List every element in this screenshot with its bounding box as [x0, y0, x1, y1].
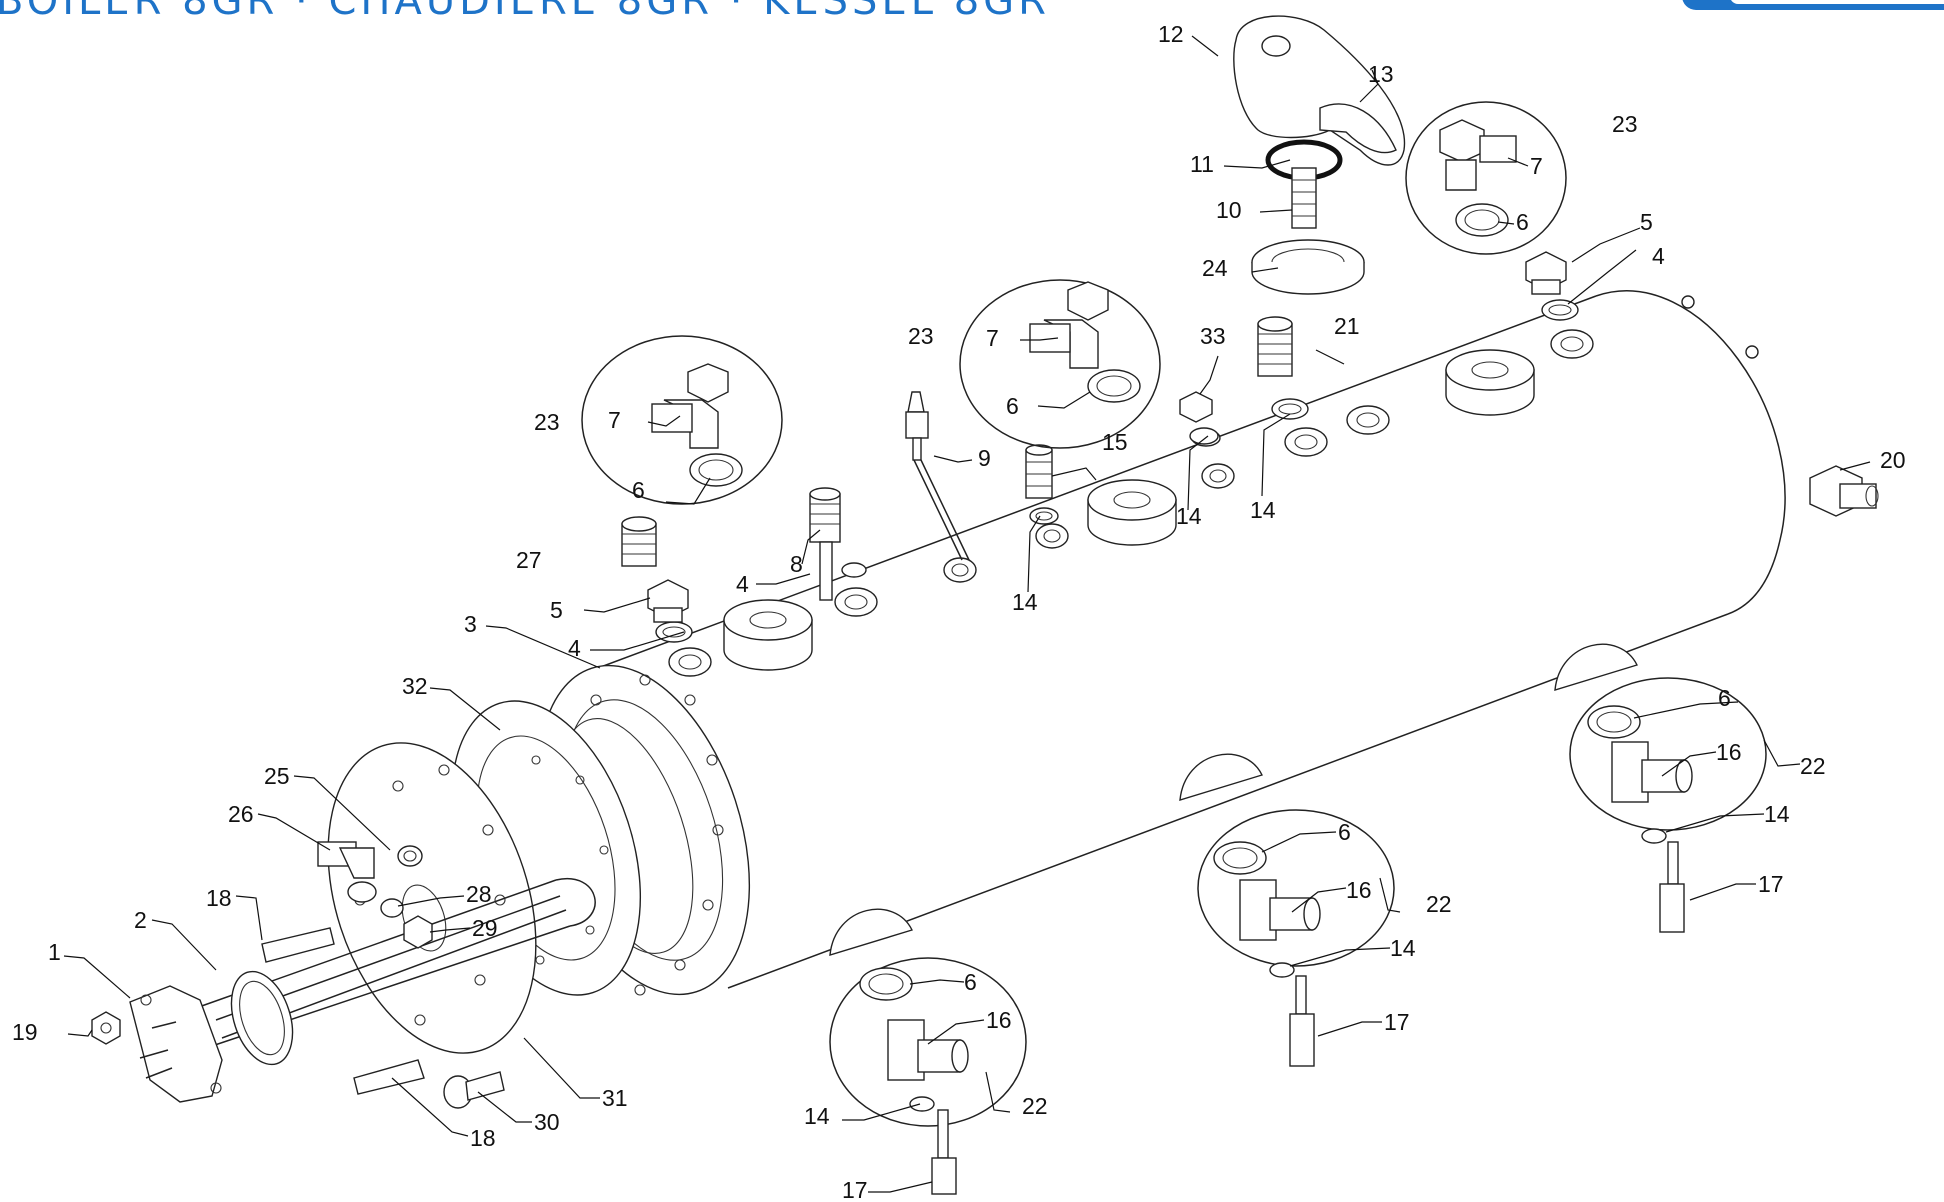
sight-glass-assembly — [1233, 15, 1406, 295]
callout-21: 21 — [1334, 313, 1360, 339]
callout-19: 19 — [12, 1019, 38, 1045]
detail-bubble-22-left — [829, 957, 1027, 1195]
callout-22: 22 — [1800, 753, 1826, 779]
fitting-15 — [1025, 444, 1053, 499]
callout-6: 6 — [1516, 209, 1529, 235]
callout-16: 16 — [986, 1007, 1012, 1033]
plug-5-left — [647, 579, 689, 623]
plug-27 — [621, 516, 657, 567]
callout-30: 30 — [534, 1109, 560, 1135]
callout-23: 23 — [908, 323, 934, 349]
callout-18: 18 — [470, 1125, 496, 1151]
tank-flange-holes — [590, 674, 724, 996]
callout-14: 14 — [1764, 801, 1790, 827]
sealing-washers — [655, 299, 1579, 643]
header-corner-tab — [1682, 0, 1944, 10]
callout-7: 7 — [608, 407, 621, 433]
callout-6: 6 — [1006, 393, 1019, 419]
callout-31: 31 — [602, 1085, 628, 1111]
callout-6: 6 — [632, 477, 645, 503]
heater-head-1 — [129, 985, 223, 1103]
detail-bubble-23-right — [1405, 101, 1567, 255]
callout-4: 4 — [1652, 243, 1665, 269]
callout-6: 6 — [1718, 685, 1731, 711]
washer-28 — [380, 898, 404, 918]
plug-5-right — [1525, 251, 1567, 295]
screw-30 — [443, 1071, 505, 1109]
callout-14: 14 — [1176, 503, 1202, 529]
callout-labels: 1 2 3 4 4 4 5 5 6 6 6 6 6 6 7 7 7 8 9 10… — [12, 21, 1906, 1202]
callout-4: 4 — [568, 635, 581, 661]
callout-1: 1 — [48, 939, 61, 965]
callout-16: 16 — [1716, 739, 1742, 765]
nut-29 — [403, 915, 433, 949]
callout-28: 28 — [466, 881, 492, 907]
elbow-20 — [1809, 465, 1879, 517]
nipple-8 — [809, 487, 841, 601]
callout-7: 7 — [986, 325, 999, 351]
callout-2: 2 — [134, 907, 147, 933]
nut-19 — [91, 1011, 121, 1045]
callout-33: 33 — [1200, 323, 1226, 349]
callout-13: 13 — [1368, 61, 1394, 87]
callout-25: 25 — [264, 763, 290, 789]
callout-11: 11 — [1190, 151, 1214, 177]
page-title: BOILER 8GR · CHAUDIÈRE 8GR · KESSEL 8GR — [0, 0, 1050, 24]
callout-20: 20 — [1880, 447, 1906, 473]
callout-10: 10 — [1216, 197, 1242, 223]
callout-5: 5 — [550, 597, 563, 623]
callout-14: 14 — [804, 1103, 830, 1129]
callout-9: 9 — [978, 445, 991, 471]
callout-22: 22 — [1426, 891, 1452, 917]
callout-23: 23 — [1612, 111, 1638, 137]
callout-14: 14 — [1250, 497, 1276, 523]
callout-15: 15 — [1102, 429, 1128, 455]
tank-bosses — [723, 349, 1535, 671]
callout-27: 27 — [516, 547, 542, 573]
callout-29: 29 — [472, 915, 498, 941]
callout-14: 14 — [1012, 589, 1038, 615]
callout-5: 5 — [1640, 209, 1653, 235]
callout-6: 6 — [964, 969, 977, 995]
callout-17: 17 — [1384, 1009, 1410, 1035]
callout-14: 14 — [1390, 935, 1416, 961]
stud-18-lower — [353, 1059, 425, 1095]
detail-bubble-23-left — [581, 335, 783, 505]
callout-18: 18 — [206, 885, 232, 911]
stud-18-upper — [261, 927, 335, 963]
callout-4: 4 — [736, 571, 749, 597]
detail-bubble-23-middle — [959, 279, 1161, 449]
callout-8: 8 — [790, 551, 803, 577]
elbow-26 — [317, 841, 377, 903]
callout-32: 32 — [402, 673, 428, 699]
callout-26: 26 — [228, 801, 254, 827]
callout-24: 24 — [1202, 255, 1228, 281]
header-corner-tab-inner — [1730, 0, 1944, 4]
leader-lines — [63, 35, 1871, 1193]
callout-23: 23 — [534, 409, 560, 435]
callout-3: 3 — [464, 611, 477, 637]
callout-16: 16 — [1346, 877, 1372, 903]
detail-bubble-22-middle — [1197, 809, 1395, 1067]
callout-17: 17 — [842, 1177, 868, 1202]
callout-22: 22 — [1022, 1093, 1048, 1119]
small-bushings — [668, 329, 1594, 677]
probe-9 — [905, 391, 970, 561]
detail-bubble-22-right — [1569, 677, 1767, 933]
callout-7: 7 — [1530, 153, 1543, 179]
callout-6: 6 — [1338, 819, 1351, 845]
heating-element-2 — [195, 877, 596, 1066]
plug-33 — [1179, 391, 1219, 445]
nipple-21 — [1257, 316, 1293, 377]
flange-31 — [327, 742, 537, 1054]
callout-12: 12 — [1158, 21, 1184, 47]
callout-17: 17 — [1758, 871, 1784, 897]
